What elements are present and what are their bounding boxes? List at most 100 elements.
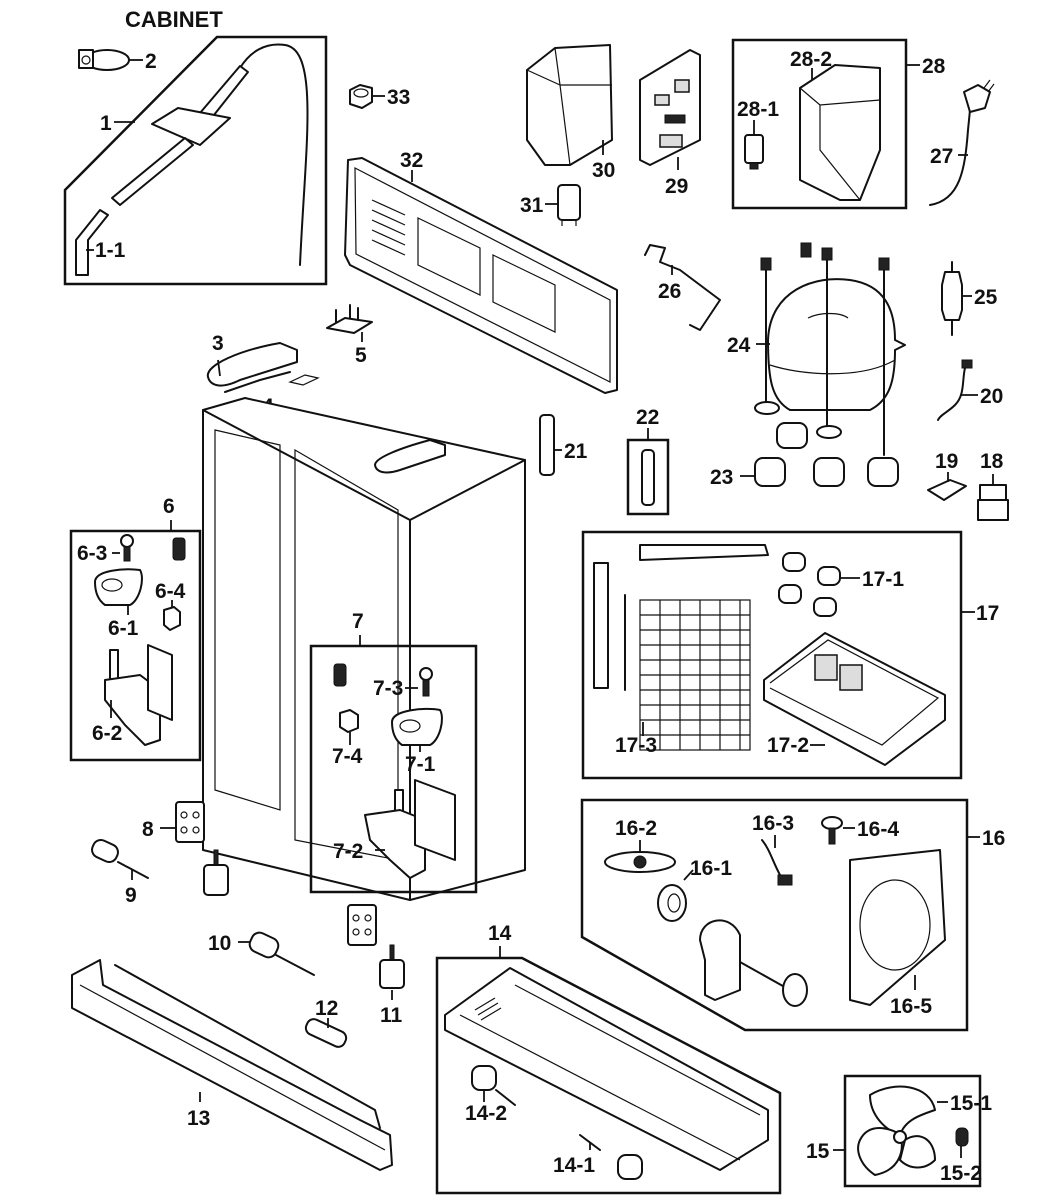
roller-9-body	[91, 838, 119, 864]
bolt-head-2	[800, 242, 812, 258]
label-part-14: 14	[488, 922, 512, 945]
label-part-29: 29	[665, 175, 688, 198]
part-11-leveling-foot-a	[203, 849, 229, 896]
part-7-3-screw-head	[419, 667, 433, 681]
part-31-capacitor: 31	[520, 184, 581, 226]
roller-9-pin	[117, 861, 149, 879]
label-part-7-1: 7-1	[405, 753, 436, 776]
bolt-head-1	[760, 257, 772, 271]
nut-hole	[353, 88, 369, 98]
part-7-1-cam	[391, 707, 443, 746]
part-23-grommets: 23	[710, 401, 899, 489]
grommet-3	[813, 457, 845, 487]
sensor-wire	[239, 43, 309, 266]
part-1-sensor-assembly: 1 1-1	[63, 35, 328, 286]
part-19-clip: 19	[927, 450, 967, 501]
label-part-9: 9	[125, 884, 137, 907]
part-28-2-cover	[799, 64, 881, 201]
label-part-16-1: 16-1	[690, 857, 732, 880]
pin-22	[641, 449, 655, 506]
compressor-body	[767, 278, 906, 411]
label-part-6: 6	[163, 495, 175, 518]
label-part-17: 17	[976, 602, 999, 625]
label-part-7: 7	[352, 610, 364, 633]
part-6-2-pin	[109, 649, 119, 681]
label-part-2: 2	[145, 50, 157, 73]
part-22-pin-box: 22	[626, 406, 670, 516]
hinge-plate	[206, 342, 298, 387]
relay-base	[977, 499, 1009, 521]
part-7-3-screw-shaft	[422, 679, 430, 697]
grille-inner-line	[79, 984, 386, 1151]
part-6-group-box	[69, 529, 202, 762]
compressor-seam	[769, 359, 896, 375]
label-part-24: 24	[727, 334, 751, 357]
lower-hinge-bracket-right	[347, 904, 377, 946]
drain-pan-block-2	[839, 664, 863, 691]
label-part-19: 19	[935, 450, 958, 473]
fan-motor-shaft	[739, 961, 791, 991]
label-part-5: 5	[355, 344, 367, 367]
grommet-4	[867, 457, 899, 487]
label-part-25: 25	[974, 286, 998, 309]
part-33-nut: 33	[349, 84, 410, 109]
label-part-7-3: 7-3	[373, 677, 403, 700]
part-7-hinge-kit: 7 7-3 7-4 7-1 7-2	[309, 610, 478, 894]
label-part-18: 18	[980, 450, 1004, 473]
pin-21	[539, 414, 555, 476]
part-11-leveling-foot: 11	[379, 944, 405, 1027]
label-part-17-3: 17-3	[615, 734, 657, 757]
part-6-2-plate	[147, 644, 173, 721]
part-26-wire-bracket: 26	[644, 244, 721, 331]
part-16-evaporator-fan-assembly: 16 16-2 16-1 16-3 16-4 16-5	[580, 798, 1005, 1032]
control-cover-body	[526, 44, 613, 166]
part-28-1-terminal	[749, 162, 759, 170]
part-17-evaporator-assembly: 17 17-3 17-1	[581, 530, 999, 780]
label-part-6-1: 6-1	[108, 617, 139, 640]
harness-connector	[961, 359, 973, 369]
pcb-connector	[659, 134, 683, 148]
cover-panel	[344, 157, 618, 394]
part-6-3-screw-shaft	[123, 546, 131, 562]
pcb-chip-2	[674, 79, 690, 93]
bolt-head-3	[821, 247, 833, 261]
part-15-condenser-fan: 15-1 15-2 15	[806, 1074, 992, 1188]
part-24-compressor: 24	[727, 242, 906, 456]
label-part-16-3: 16-3	[752, 812, 794, 835]
part-14-group-box	[435, 956, 782, 1195]
fan-motor-body	[699, 919, 741, 1001]
evaporator-side-bracket	[593, 562, 609, 689]
part-18-relay: 18	[977, 450, 1009, 521]
label-part-6-4: 6-4	[155, 580, 186, 603]
label-part-33: 33	[387, 86, 410, 109]
cabinet-shell	[202, 397, 526, 901]
sensor-sleeve	[199, 65, 249, 121]
label-part-7-4: 7-4	[332, 745, 363, 768]
part-9-roller: 9	[91, 838, 149, 907]
part-17-2-drain-pan	[763, 632, 946, 766]
hinge-shim-shape	[224, 371, 291, 393]
part-28-relay-assembly: 28-1 28-2 28	[731, 38, 946, 210]
label-part-28-1: 28-1	[737, 98, 779, 121]
label-part-27: 27	[930, 145, 953, 168]
part-12-connector: 12	[304, 997, 348, 1048]
clamp-tab	[78, 49, 94, 69]
part-7-spring	[333, 663, 347, 687]
label-part-16-4: 16-4	[857, 818, 899, 841]
part-5-hinge-cover: 5	[288, 304, 373, 386]
part-16-1-bushing	[657, 884, 687, 922]
label-part-14-2: 14-2	[465, 1102, 507, 1125]
label-part-20: 20	[980, 385, 1003, 408]
power-plug	[963, 84, 991, 113]
label-part-16: 16	[982, 827, 1005, 850]
part-14-1-roller	[617, 1154, 643, 1180]
part-7-2-plate	[414, 779, 456, 861]
sensor-bracket	[151, 107, 231, 146]
part-15-2-spring	[955, 1127, 969, 1147]
fan-blade-2	[857, 1127, 903, 1176]
part-2-clamp: 2	[78, 49, 157, 73]
part-1-group-box	[63, 35, 328, 286]
label-part-6-3: 6-3	[77, 542, 107, 565]
part-16-3-connector	[777, 874, 793, 886]
